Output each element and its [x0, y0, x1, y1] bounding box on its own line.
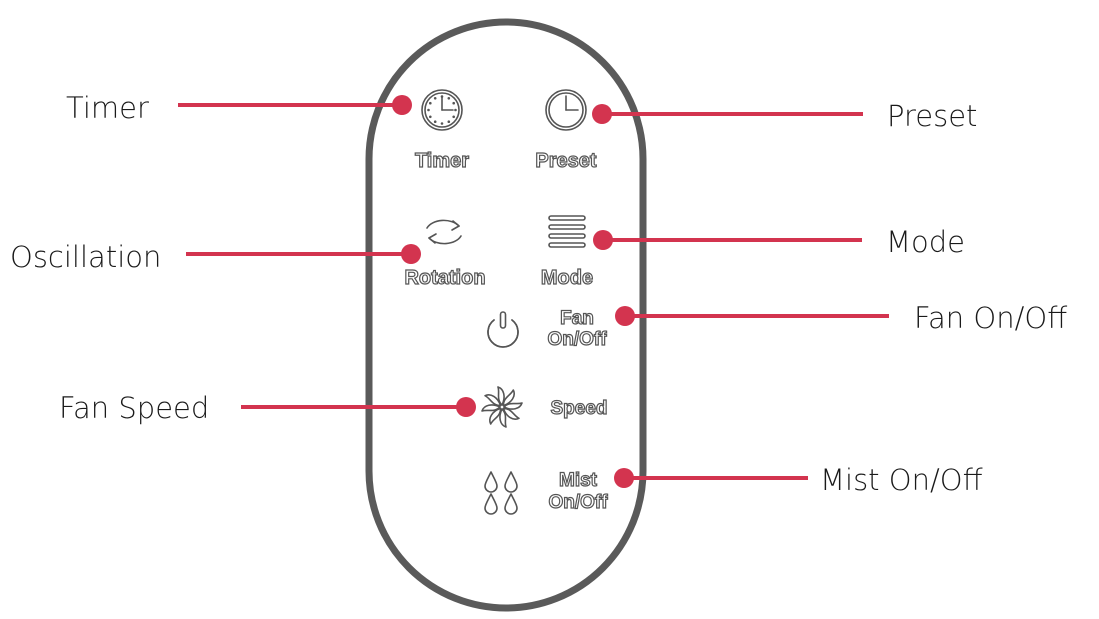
callout-label-oscillation: Oscillation — [10, 240, 161, 274]
fan-power-label-line1: Fan — [560, 308, 594, 329]
mist-label-line1: Mist — [559, 470, 598, 491]
fan-power-label-line2: On/Off — [547, 329, 607, 350]
timer-button-label: Timer — [415, 150, 469, 172]
rotation-arrows-icon — [426, 219, 462, 245]
menu-lines-icon — [548, 215, 586, 248]
mist-label-line2: On/Off — [548, 492, 608, 513]
clock-icon — [421, 89, 463, 131]
preset-button[interactable]: Preset — [535, 89, 598, 173]
leader-dot — [615, 306, 635, 326]
rotation-button[interactable]: Rotation — [404, 219, 486, 290]
callout-label-mode: Mode — [886, 225, 965, 259]
speed-button-label: Speed — [550, 398, 607, 419]
clock-icon — [545, 89, 587, 131]
callout-label-fan-on-off: Fan On/Off — [914, 301, 1067, 335]
leader-dot — [592, 104, 612, 124]
fan-power-button[interactable]: Fan On/Off — [487, 307, 608, 351]
callout-label-timer: Timer — [66, 91, 149, 125]
mode-button[interactable]: Mode — [540, 215, 594, 290]
leader-dot — [401, 244, 421, 264]
preset-button-label: Preset — [535, 150, 596, 172]
callout-oscillation: Oscillation — [10, 240, 421, 274]
callout-label-preset: Preset — [887, 99, 977, 133]
callout-timer: Timer — [66, 91, 412, 125]
callout-mode: Mode — [593, 225, 965, 259]
callout-label-fan-speed: Fan Speed — [59, 391, 209, 425]
fan-icon — [481, 386, 523, 428]
mist-button[interactable]: Mist On/Off — [484, 469, 609, 515]
callout-fan-on-off: Fan On/Off — [615, 301, 1067, 335]
leader-dot — [456, 397, 476, 417]
mode-button-label: Mode — [541, 267, 593, 289]
leader-dot — [593, 230, 613, 250]
speed-button[interactable]: Speed — [481, 386, 608, 428]
timer-button[interactable]: Timer — [414, 89, 470, 173]
callout-mist-on-off: Mist On/Off — [614, 463, 983, 497]
leader-dot — [392, 95, 412, 115]
callout-preset: Preset — [592, 99, 977, 133]
rotation-button-label: Rotation — [404, 267, 485, 289]
leader-dot — [614, 468, 634, 488]
power-icon — [487, 311, 519, 348]
callout-fan-speed: Fan Speed — [59, 391, 476, 425]
water-drops-icon — [484, 471, 518, 515]
callout-label-mist-on-off: Mist On/Off — [820, 463, 983, 497]
